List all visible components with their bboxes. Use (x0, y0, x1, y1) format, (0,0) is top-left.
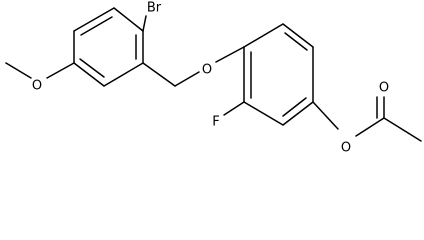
ester-bond-1 (312, 101, 339, 130)
ring-a-double-bond-3 (79, 58, 105, 78)
ring-a-bond-5 (73, 62, 105, 87)
benzylic-bond (142, 62, 176, 87)
bromo-methoxy-benzene-ring (73, 7, 144, 87)
ester-bond-2 (355, 117, 385, 137)
chemical-structure-diagram: Br O O F O O (5, 1, 422, 156)
ring-b-bond-2 (282, 23, 314, 48)
fluorine-label: F (212, 115, 219, 130)
ring-b-double-bond-1 (284, 32, 308, 51)
ring-a-double-bond-1 (80, 16, 113, 36)
fluorophenyl-ring (243, 23, 314, 126)
methyl-bond (5, 62, 32, 79)
methoxy-oxygen-label: O (32, 79, 42, 94)
methoxy-bond (46, 62, 75, 79)
ring-b-bond-5 (243, 101, 284, 126)
ring-a-bond-2 (113, 7, 144, 32)
ring-a-bond-1 (73, 7, 115, 32)
ether-bond-2 (215, 46, 245, 63)
carbonyl-oxygen-label: O (379, 81, 389, 96)
bromine-label: Br (147, 1, 162, 16)
ether-oxygen-label: O (202, 63, 212, 78)
bromine-bond (142, 15, 147, 32)
ring-a-bond-4 (103, 62, 144, 87)
ether-bond-1 (174, 71, 200, 87)
ring-b-bond-4 (282, 101, 314, 126)
ring-b-double-bond-2 (282, 97, 307, 117)
ring-b-bond-1 (243, 23, 284, 48)
ester-oxygen-label: O (341, 141, 351, 156)
fluorine-bond (223, 101, 245, 116)
acetyl-methyl-bond (383, 117, 422, 142)
